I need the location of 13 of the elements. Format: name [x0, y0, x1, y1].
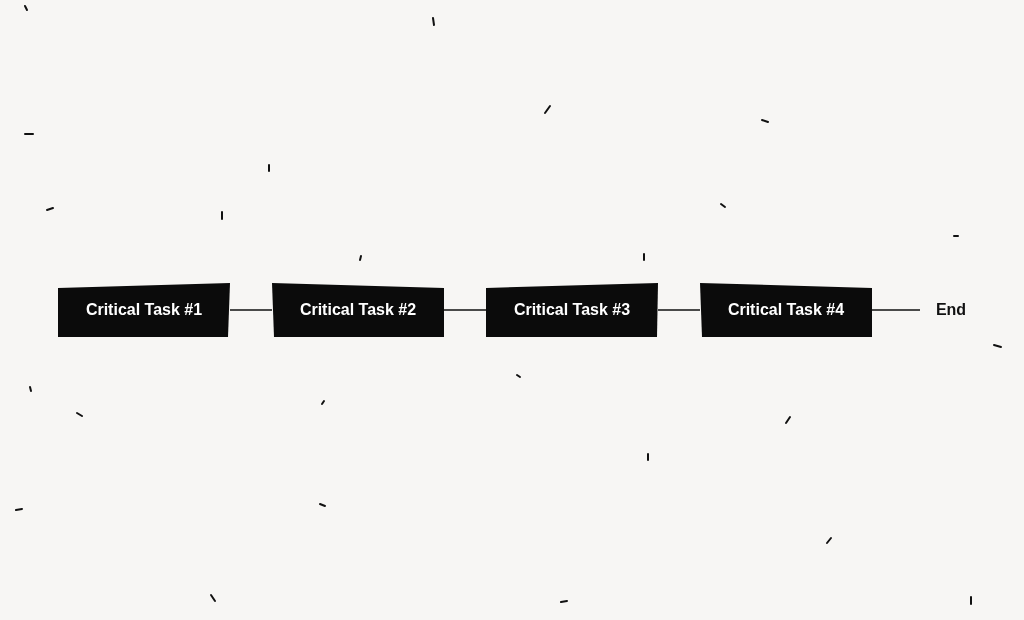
task-box: [486, 283, 658, 337]
connector-line: [443, 309, 487, 311]
task-label: Critical Task #1: [85, 301, 203, 319]
task-box: [272, 283, 444, 337]
task-box: [58, 283, 230, 337]
connector-line: [229, 309, 273, 311]
task-label: Critical Task #4: [727, 301, 845, 319]
connector-line: [657, 309, 701, 311]
end-label: End: [935, 301, 967, 319]
connector-line: [871, 309, 921, 311]
task-box: [700, 283, 872, 337]
task-label: Critical Task #2: [299, 301, 417, 319]
task-label: Critical Task #3: [513, 301, 631, 319]
